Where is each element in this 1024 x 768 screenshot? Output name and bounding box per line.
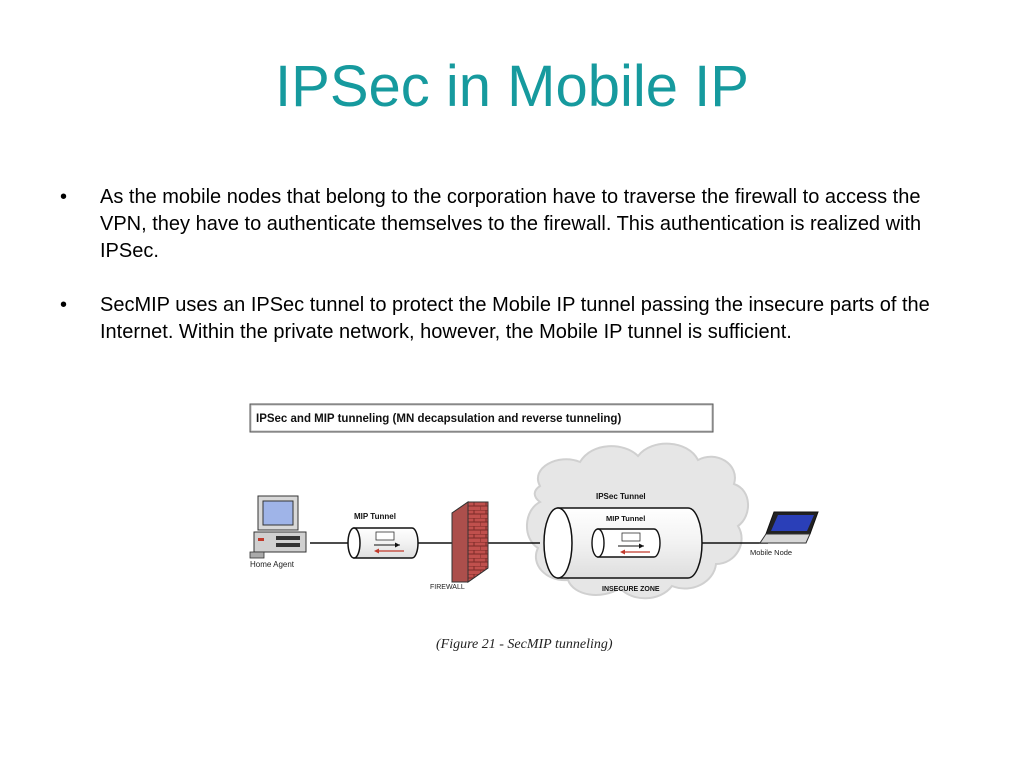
- mobile-node-label: Mobile Node: [750, 548, 792, 557]
- figure-header-box: IPSec and MIP tunneling (MN decapsulatio…: [249, 403, 714, 433]
- ipsec-tunnel-label: IPSec Tunnel: [596, 492, 646, 501]
- ipsec-tunnel: [543, 507, 703, 579]
- bullet-marker: •: [60, 186, 68, 208]
- figure-caption: (Figure 21 - SecMIP tunneling): [436, 637, 613, 652]
- slide-title: IPSec in Mobile IP: [275, 54, 749, 119]
- mip-tunnel-left: [347, 527, 419, 559]
- bullet-marker: •: [60, 294, 68, 316]
- mobile-node-laptop-icon: [759, 511, 819, 544]
- bullet-item: • SecMIP uses an IPSec tunnel to protect…: [60, 292, 960, 346]
- mip-tunnel-inner-label: MIP Tunnel: [606, 514, 645, 523]
- mip-tunnel-left-label: MIP Tunnel: [354, 512, 396, 521]
- home-agent-label: Home Agent: [250, 560, 295, 569]
- insecure-zone-label: INSECURE ZONE: [602, 586, 660, 593]
- bullet-list: • As the mobile nodes that belong to the…: [60, 184, 960, 373]
- firewall-icon: [451, 501, 489, 583]
- bullet-text: As the mobile nodes that belong to the c…: [100, 186, 922, 262]
- bullet-text: SecMIP uses an IPSec tunnel to protect t…: [100, 294, 930, 343]
- secmip-diagram: IPSec and MIP tunneling (MN decapsulatio…: [249, 403, 819, 600]
- firewall-label: FIREWALL: [430, 584, 465, 591]
- home-agent-computer-icon: [249, 495, 307, 559]
- bullet-item: • As the mobile nodes that belong to the…: [60, 184, 960, 265]
- figure-header-text: IPSec and MIP tunneling (MN decapsulatio…: [256, 413, 621, 425]
